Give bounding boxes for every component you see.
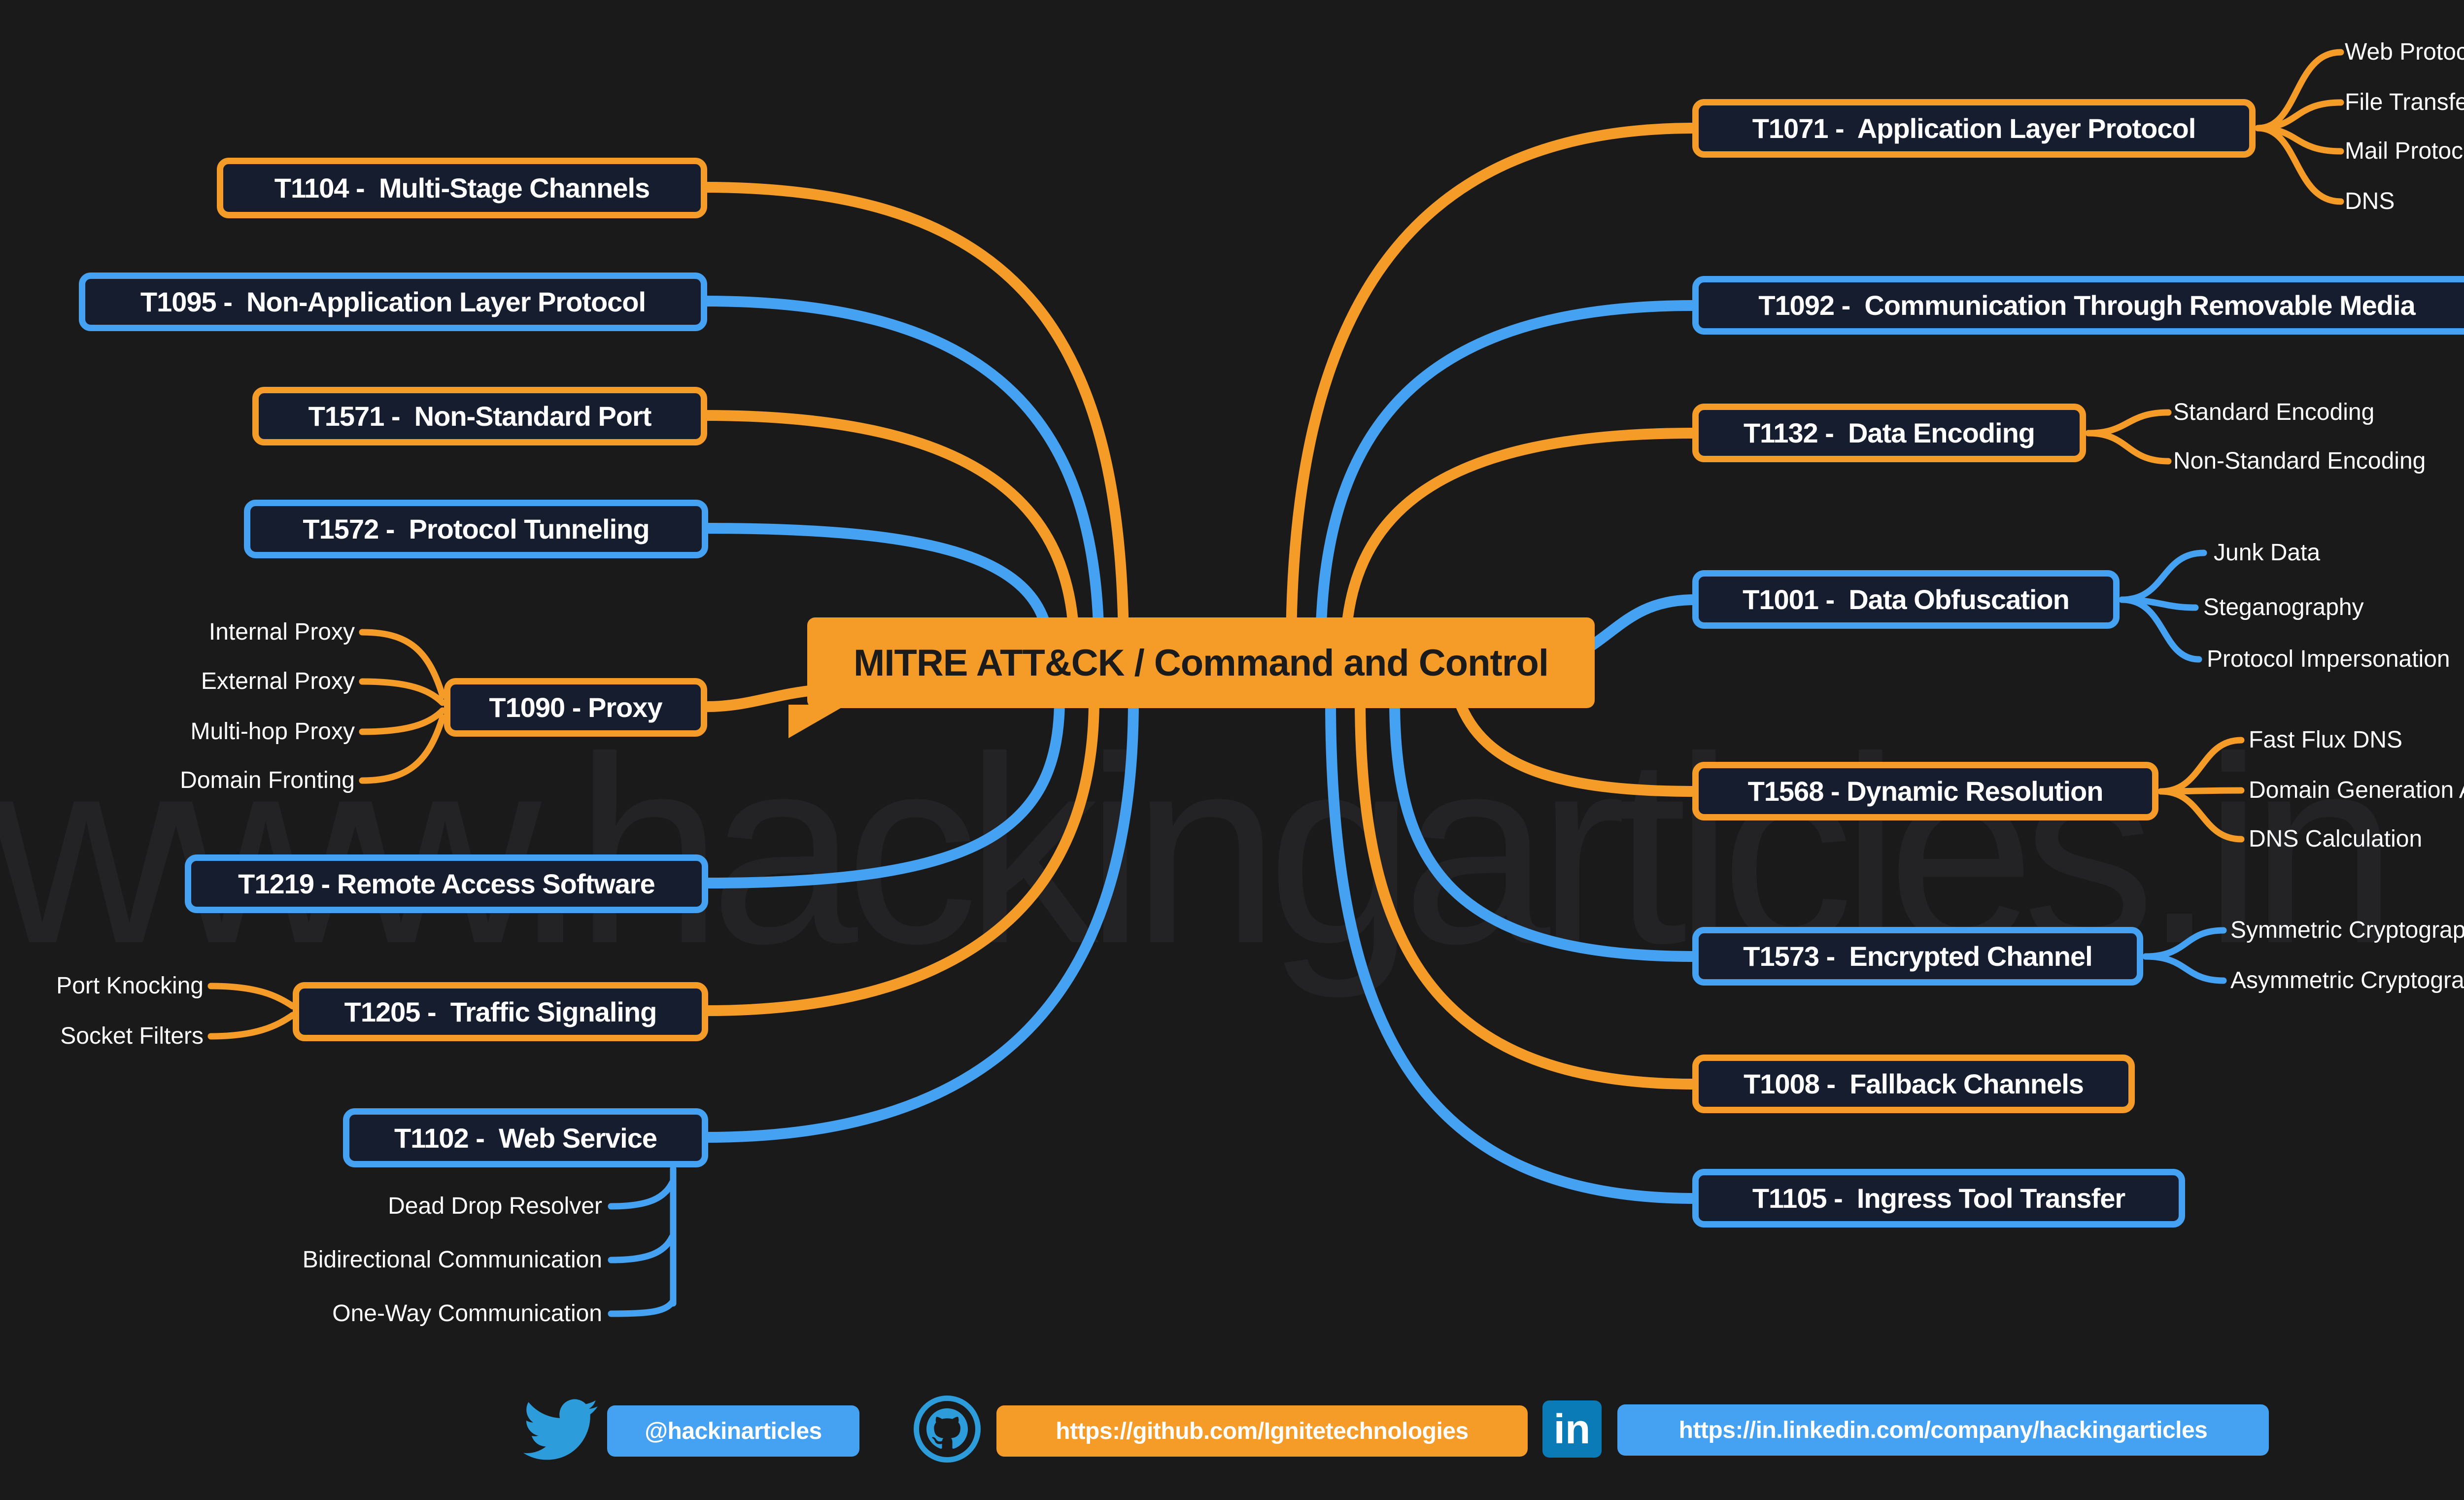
sublabel-dns: DNS [2345, 188, 2395, 214]
github-icon[interactable] [914, 1396, 981, 1463]
node-label: T1008 - Fallback Channels [1744, 1068, 2084, 1099]
node-t1104-multi-stage-channels: T1104 - Multi-Stage Channels [217, 158, 707, 218]
sublabel-socket-filters: Socket Filters [60, 1023, 204, 1049]
node-label: T1105 - Ingress Tool Transfer [1752, 1183, 2125, 1214]
linkedin-in-glyph: in [1553, 1405, 1591, 1452]
node-t1092-communication-through-removable-media: T1092 - Communication Through Removable … [1692, 276, 2464, 335]
node-label: T1001 - Data Obfuscation [1743, 584, 2070, 615]
node-label: T1572 - Protocol Tunneling [303, 513, 650, 545]
github-octocat-glyph [926, 1408, 968, 1449]
node-label: T1132 - Data Encoding [1743, 417, 2035, 448]
node-t1573-encrypted-channel: T1573 - Encrypted Channel [1692, 927, 2143, 986]
node-label: T1090 - Proxy [489, 692, 662, 723]
node-t1571-non-standard-port: T1571 - Non-Standard Port [252, 387, 707, 445]
twitter-handle-label: @hackinarticles [645, 1418, 822, 1444]
sublabel-web-protocols: Web Protocols [2345, 39, 2464, 65]
sublabel-non-standard-encoding: Non-Standard Encoding [2173, 448, 2426, 474]
sublabel-protocol-impersonation: Protocol Impersonation [2207, 646, 2450, 672]
sublabel-one-way-communication: One-Way Communication [332, 1300, 602, 1327]
page-title: MITRE ATT&CK / Command and Control [854, 642, 1549, 684]
node-label: T1219 - Remote Access Software [238, 868, 655, 899]
sublabel-port-knocking: Port Knocking [56, 973, 204, 999]
linkedin-url-button[interactable]: https://in.linkedin.com/company/hackinga… [1617, 1404, 2269, 1456]
sublabel-file-transfer-protocols: File Transfer Protocols [2345, 89, 2464, 115]
node-label: T1102 - Web Service [394, 1122, 657, 1154]
node-label: T1095 - Non-Application Layer Protocol [140, 286, 646, 317]
sublabel-steganography: Steganography [2203, 594, 2364, 620]
sublabel-multi-hop-proxy: Multi-hop Proxy [190, 718, 355, 745]
node-t1071-application-layer-protocol: T1071 - Application Layer Protocol [1692, 99, 2256, 158]
center-node-title: MITRE ATT&CK / Command and Control [807, 617, 1595, 708]
node-label: T1104 - Multi-Stage Channels [274, 172, 650, 204]
node-t1132-data-encoding: T1132 - Data Encoding [1692, 404, 2086, 462]
sublabel-junk-data: Junk Data [2214, 540, 2321, 566]
twitter-icon[interactable] [522, 1398, 599, 1461]
node-label: T1092 - Communication Through Removable … [1758, 290, 2415, 321]
sublabel-internal-proxy: Internal Proxy [208, 619, 355, 645]
node-t1008-fallback-channels: T1008 - Fallback Channels [1692, 1055, 2135, 1113]
node-t1001-data-obfuscation: T1001 - Data Obfuscation [1692, 570, 2120, 629]
github-url-label: https://github.com/Ignitetechnologies [1056, 1418, 1469, 1444]
node-label: T1568 - Dynamic Resolution [1747, 776, 2104, 807]
node-label: T1205 - Traffic Signaling [344, 996, 657, 1027]
node-t1205-traffic-signaling: T1205 - Traffic Signaling [293, 982, 708, 1041]
sublabel-external-proxy: External Proxy [201, 668, 355, 694]
sublabel-domain-fronting: Domain Fronting [180, 767, 355, 793]
sublabel-fast-flux-dns: Fast Flux DNS [2249, 727, 2403, 753]
sublabel-dead-drop-resolver: Dead Drop Resolver [388, 1193, 602, 1219]
node-t1095-non-application-layer-protocol: T1095 - Non-Application Layer Protocol [79, 273, 707, 331]
sublabel-domain-generation-algorithms: Domain Generation Algorithms [2249, 777, 2464, 803]
sublabel-dns-calculation: DNS Calculation [2249, 826, 2423, 852]
twitter-handle-button[interactable]: @hackinarticles [607, 1405, 859, 1457]
linkedin-icon[interactable]: in [1542, 1400, 1602, 1458]
sublabel-mail-protocols: Mail Protocols [2345, 138, 2464, 164]
node-t1568-dynamic-resolution: T1568 - Dynamic Resolution [1692, 762, 2158, 820]
github-url-button[interactable]: https://github.com/Ignitetechnologies [996, 1405, 1528, 1457]
node-t1219-remote-access-software: T1219 - Remote Access Software [185, 854, 708, 913]
node-t1105-ingress-tool-transfer: T1105 - Ingress Tool Transfer [1692, 1169, 2185, 1227]
node-label: T1571 - Non-Standard Port [308, 401, 652, 432]
sublabel-symmetric-cryptography: Symmetric Cryptography [2230, 917, 2464, 943]
sublabel-bidirectional-communication: Bidirectional Communication [302, 1247, 602, 1273]
node-t1572-protocol-tunneling: T1572 - Protocol Tunneling [244, 500, 708, 558]
node-t1102-web-service: T1102 - Web Service [343, 1108, 708, 1167]
linkedin-url-label: https://in.linkedin.com/company/hackinga… [1678, 1417, 2208, 1443]
node-t1090-proxy: T1090 - Proxy [444, 678, 707, 737]
sublabel-asymmetric-cryptography: Asymmetric Cryptography [2230, 967, 2464, 993]
node-label: T1071 - Application Layer Protocol [1752, 113, 2196, 144]
sublabel-standard-encoding: Standard Encoding [2173, 399, 2375, 425]
node-label: T1573 - Encrypted Channel [1743, 941, 2092, 972]
center-bubble-tail [788, 705, 847, 738]
